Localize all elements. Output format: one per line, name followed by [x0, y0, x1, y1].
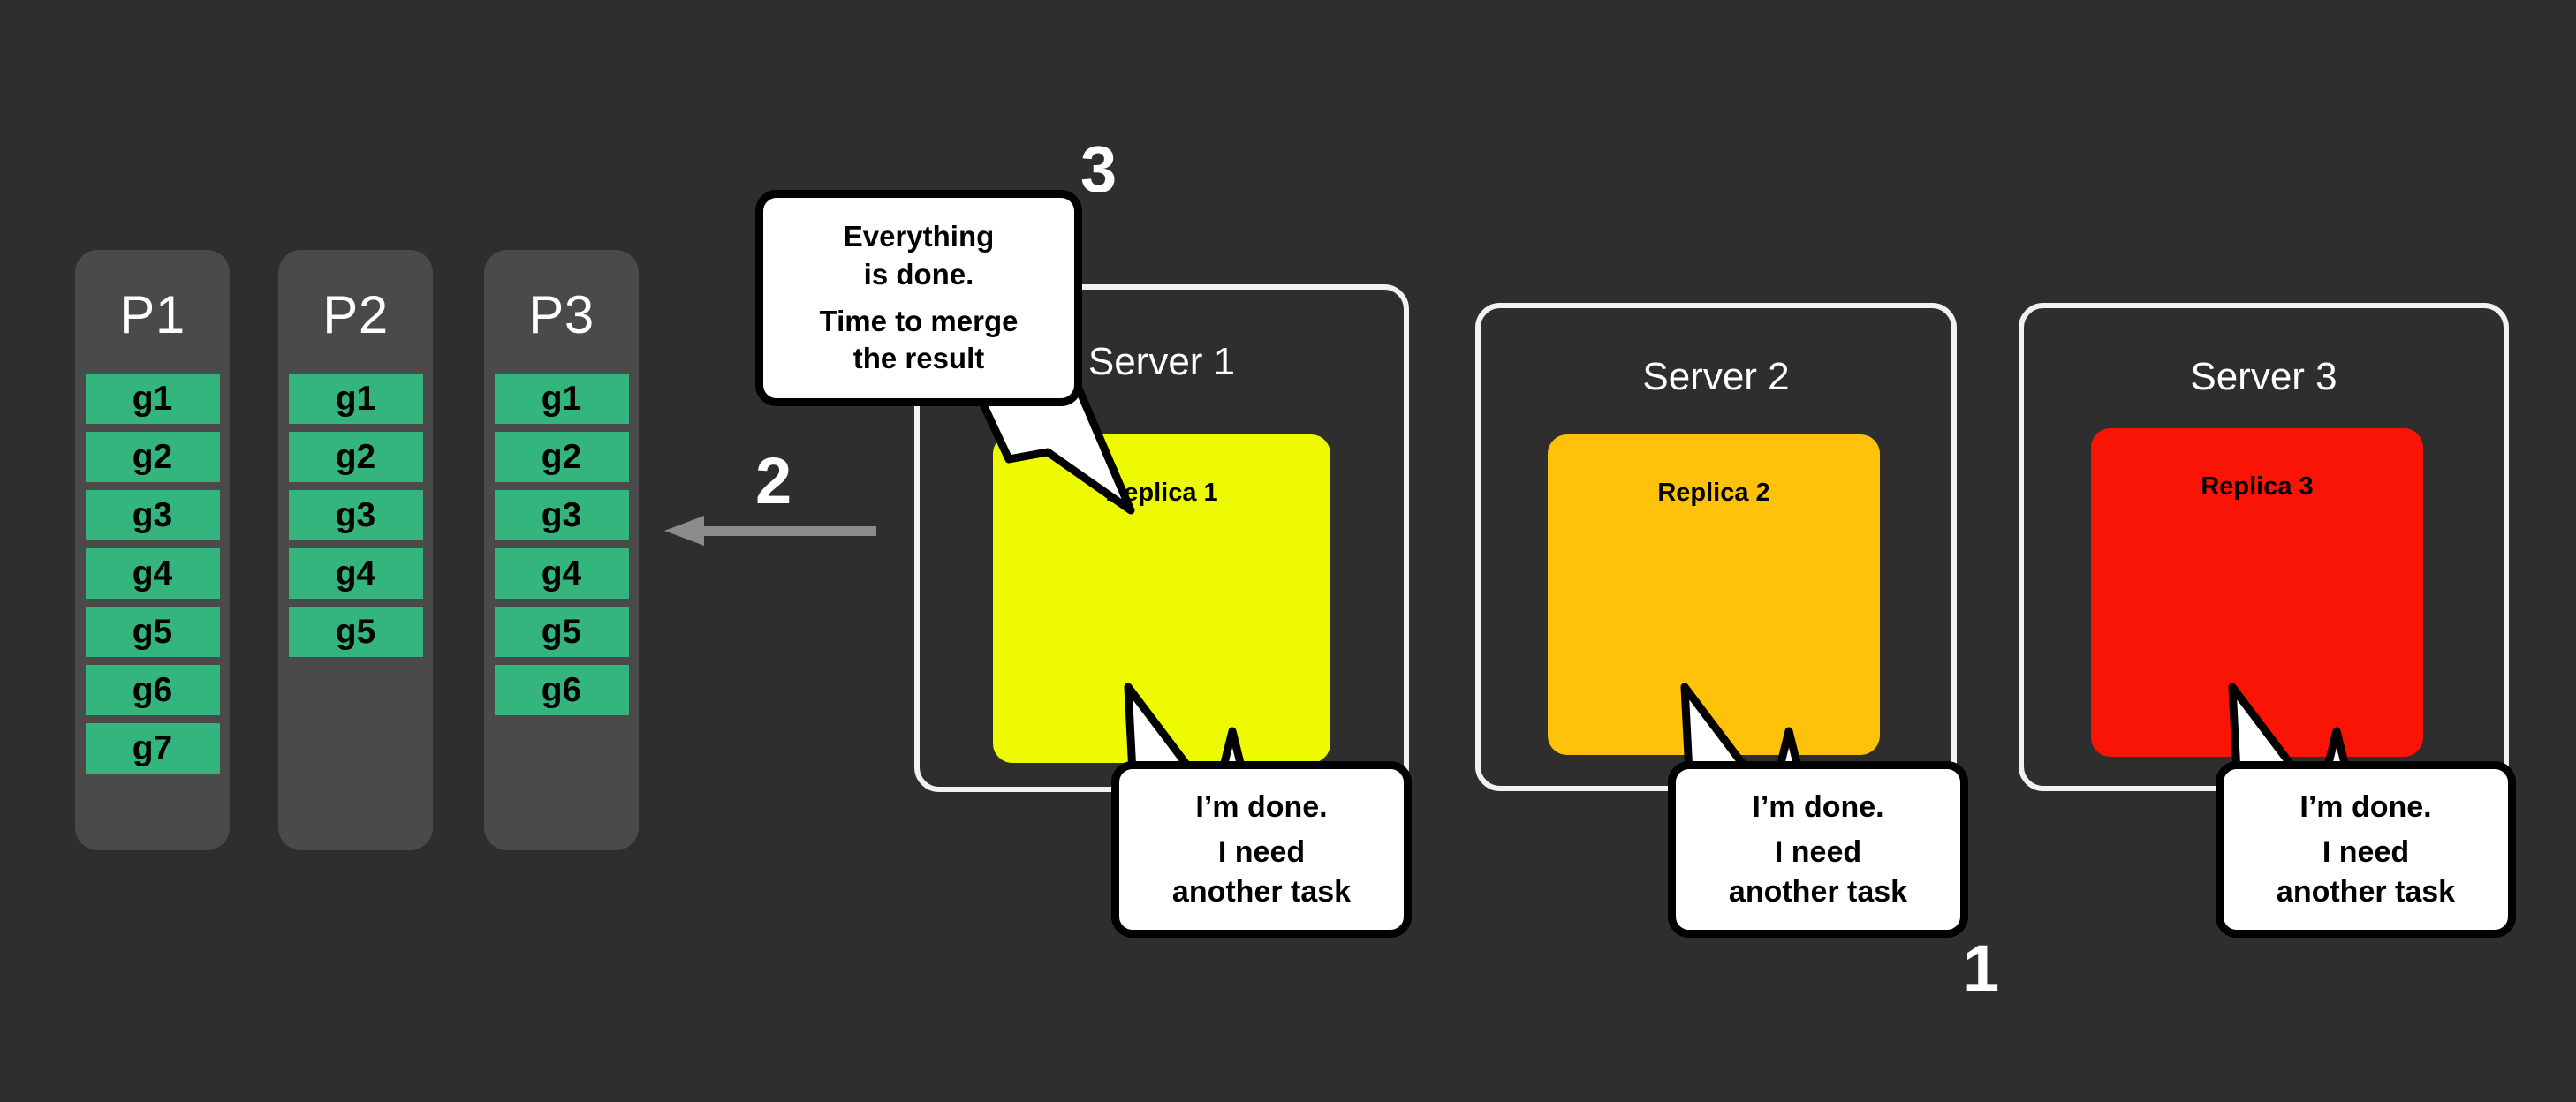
partition-cell: g6	[494, 665, 629, 715]
partition-cell-stack: g1 g2 g3 g4 g5	[278, 374, 433, 657]
replica-label: Replica 2	[1657, 479, 1770, 507]
replica-block-3: Replica 3	[2091, 428, 2423, 757]
partition-cell: g3	[494, 490, 629, 540]
server-title: Server 3	[2190, 355, 2337, 398]
partition-cell: g6	[85, 665, 220, 715]
partition-cell: g2	[494, 432, 629, 482]
server-title: Server 2	[1642, 355, 1790, 398]
bubble-line: I’m done.	[2299, 790, 2432, 825]
partition-title: P2	[322, 285, 389, 344]
speech-bubble-done-3: I’m done. I need another task	[2216, 761, 2516, 938]
replica-label: Replica 1	[1105, 479, 1218, 507]
speech-bubble-done-1: I’m done. I need another task	[1111, 761, 1412, 938]
partition-column-p1: P1 g1 g2 g3 g4 g5 g6 g7	[75, 250, 230, 850]
partition-cell: g1	[494, 374, 629, 424]
partition-cell: g2	[85, 432, 220, 482]
partition-cell: g5	[288, 607, 423, 657]
bubble-line: I’m done.	[1752, 790, 1884, 825]
step-number-1: 1	[1963, 932, 2000, 1005]
merge-arrow-icon	[664, 516, 876, 546]
bubble-line: is done.	[863, 257, 974, 291]
partition-cell-stack: g1 g2 g3 g4 g5 g6 g7	[75, 374, 230, 774]
partition-cell: g7	[85, 723, 220, 774]
partition-cell: g2	[288, 432, 423, 482]
partition-title: P3	[528, 285, 595, 344]
partition-cell: g4	[85, 548, 220, 599]
speech-bubble-done-2: I’m done. I need another task	[1668, 761, 1968, 938]
bubble-line: Everything	[843, 219, 995, 253]
replica-label: Replica 3	[2201, 472, 2314, 501]
partition-cell: g5	[494, 607, 629, 657]
arrow-shaft	[701, 526, 876, 536]
bubble-line: I need	[2322, 835, 2410, 870]
partition-cell: g1	[288, 374, 423, 424]
bubble-line: I need	[1774, 835, 1862, 870]
partition-cell: g1	[85, 374, 220, 424]
partition-cell: g3	[288, 490, 423, 540]
partition-cell-stack: g1 g2 g3 g4 g5 g6	[484, 374, 639, 715]
partition-cell: g5	[85, 607, 220, 657]
partition-column-p2: P2 g1 g2 g3 g4 g5	[278, 250, 433, 850]
step-number-2: 2	[755, 444, 792, 517]
speech-bubble-merge: Everything is done. Time to merge the re…	[755, 190, 1082, 406]
arrow-head	[664, 516, 704, 546]
step-number-3: 3	[1080, 132, 1118, 206]
bubble-line: another task	[2276, 874, 2456, 909]
partition-column-p3: P3 g1 g2 g3 g4 g5 g6	[484, 250, 639, 850]
bubble-line: Time to merge	[819, 304, 1019, 337]
replica-block-1: Replica 1	[993, 434, 1330, 763]
replica-block-2: Replica 2	[1548, 434, 1880, 755]
partition-cell: g3	[85, 490, 220, 540]
partition-cell: g4	[288, 548, 423, 599]
bubble-line: another task	[1728, 874, 1908, 909]
partition-title: P1	[119, 285, 186, 344]
partition-cell: g4	[494, 548, 629, 599]
bubble-line: I need	[1217, 835, 1306, 870]
bubble-line: the result	[852, 342, 985, 375]
bubble-line: another task	[1171, 874, 1352, 909]
bubble-line: I’m done.	[1195, 790, 1328, 825]
